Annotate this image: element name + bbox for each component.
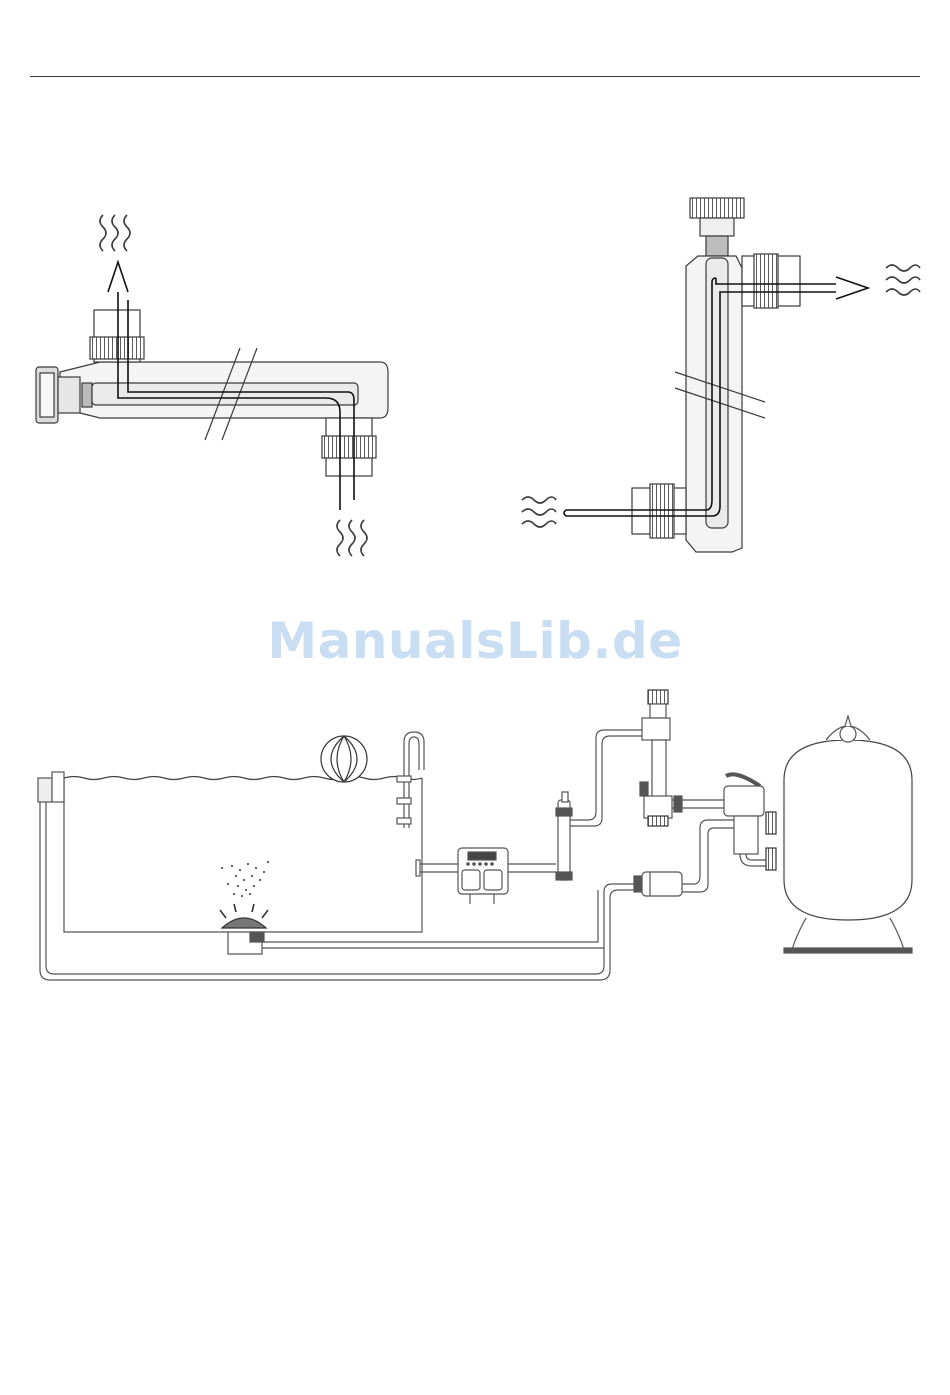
quartz-sleeve	[706, 258, 728, 528]
union-nut	[754, 254, 778, 308]
union-nut	[650, 484, 674, 538]
water-wave-icon	[522, 497, 556, 527]
horizontal-install-diagram	[36, 215, 388, 556]
water-wave-icon	[337, 520, 367, 556]
skimmer	[38, 778, 52, 802]
vertical-install-diagram	[522, 198, 920, 552]
return-pipe	[418, 864, 458, 872]
pool-ladder	[397, 732, 424, 828]
union-nut	[90, 337, 144, 359]
union-nut	[322, 436, 376, 458]
water-wave-icon	[100, 215, 130, 251]
water-wave-icon	[886, 265, 920, 295]
bubbles	[221, 861, 269, 897]
pool-basin	[64, 778, 422, 932]
check-valve	[556, 792, 572, 880]
dosing-controller	[458, 848, 508, 904]
drain-pipe	[262, 890, 598, 942]
inline-feeder	[634, 872, 682, 896]
main-drain	[222, 918, 266, 954]
end-cap	[690, 198, 744, 218]
uv-clarifier	[640, 690, 672, 826]
water-surface	[64, 777, 422, 780]
watermark: ManualsLib.de	[0, 612, 950, 670]
pool-ball	[321, 736, 367, 782]
water-jets	[220, 904, 268, 918]
sand-filter	[766, 716, 912, 953]
pool-circulation-system-diagram	[38, 690, 912, 980]
